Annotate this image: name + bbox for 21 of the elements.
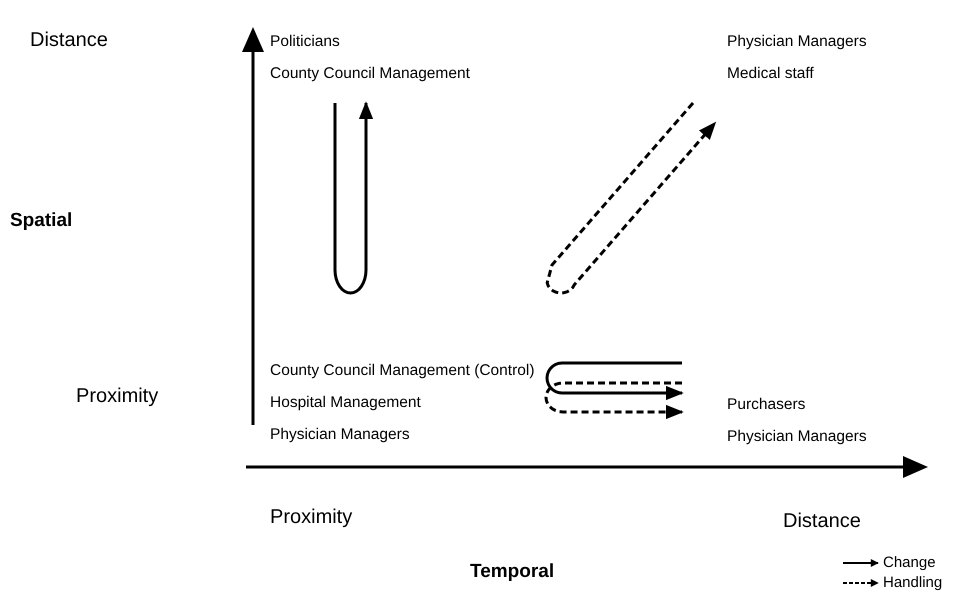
group-label: Physician Managers — [727, 427, 867, 447]
group-label: Physician Managers — [270, 425, 410, 445]
loop-arrow — [544, 382, 684, 420]
group-label: Purchasers — [727, 395, 806, 415]
axis-end-label: Distance — [30, 28, 108, 52]
group-label: Politicians — [270, 32, 340, 52]
axis-end-label: Proximity — [270, 505, 352, 529]
group-label: Medical staff — [727, 64, 814, 84]
axis-end-label: Distance — [783, 509, 861, 533]
loop-arrow — [546, 102, 716, 294]
group-label: County Council Management — [270, 64, 470, 84]
group-label: Hospital Management — [270, 393, 421, 413]
axis-end-label: Proximity — [76, 384, 158, 408]
axis-title: Spatial — [10, 209, 72, 233]
group-label: County Council Management (Control) — [270, 361, 534, 381]
legend-label: Change — [883, 554, 936, 572]
legend-label: Handling — [883, 574, 942, 592]
loop-arrow — [334, 101, 374, 295]
loop-arrow — [546, 362, 684, 400]
group-label: Physician Managers — [727, 32, 867, 52]
axis-title: Temporal — [470, 560, 554, 584]
